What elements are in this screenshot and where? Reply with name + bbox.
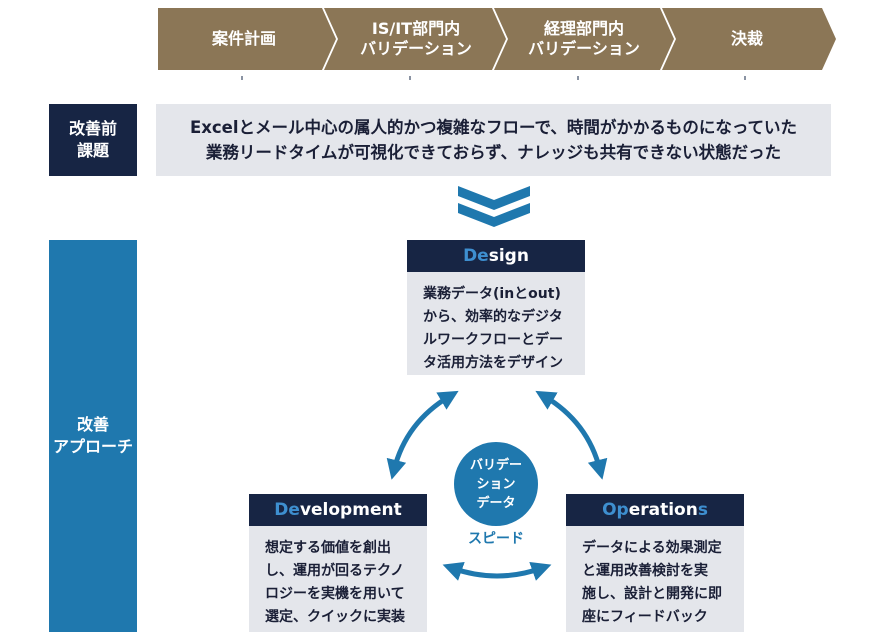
validation-data-circle: バリデー ション データ <box>454 442 538 526</box>
step-chevron-1 <box>158 8 336 70</box>
operations-title-middle: eration <box>628 500 698 520</box>
development-title-rest: velopment <box>299 500 402 520</box>
operations-title-highlight-end: s <box>697 500 708 520</box>
operations-card-body: データによる効果測定 と運用改善検討を実 施し、設計と開発に即 座にフィードバッ… <box>566 526 744 632</box>
step-chevron-2 <box>324 8 506 70</box>
before-issue-label: 改善前 課題 <box>49 104 137 176</box>
step-label-3: 経理部門内 バリデーション <box>528 19 640 58</box>
development-title-highlight: De <box>274 500 300 520</box>
speed-label: スピード <box>468 531 524 547</box>
step-label-1: 案件計画 <box>211 29 276 48</box>
development-card-body: 想定する価値を創出 し、運用が回るテクノ ロジーを実機を用いて 選定、クイックに… <box>249 526 427 632</box>
step-label-4: 決裁 <box>730 29 763 48</box>
cycle-arrow-development-operations <box>442 561 552 581</box>
design-title-highlight: De <box>463 246 489 266</box>
step-chevron-3 <box>494 8 674 70</box>
operations-title-highlight-start: Op <box>602 500 629 520</box>
cycle-arrow-design-operations <box>535 390 608 480</box>
step-chevron-4 <box>662 8 836 70</box>
process-chevrons <box>158 8 836 80</box>
design-card-body: 業務データ(inとout) から、効率的なデジタ ルワークフローとデー タ活用方… <box>407 272 585 375</box>
process-step-bar: 案件計画 IS/IT部門内 バリデーション 経理部門内 バリデーション 決裁 <box>0 0 890 80</box>
step-label-2: IS/IT部門内 バリデーション <box>360 19 472 58</box>
cycle-arrow-design-development <box>386 390 459 480</box>
design-title-rest: sign <box>488 246 529 266</box>
approach-label: 改善 アプローチ <box>49 240 137 632</box>
before-issue-text: Excelとメール中心の属人的かつ複雑なフローで、時間がかかるものになっていた … <box>156 104 831 176</box>
